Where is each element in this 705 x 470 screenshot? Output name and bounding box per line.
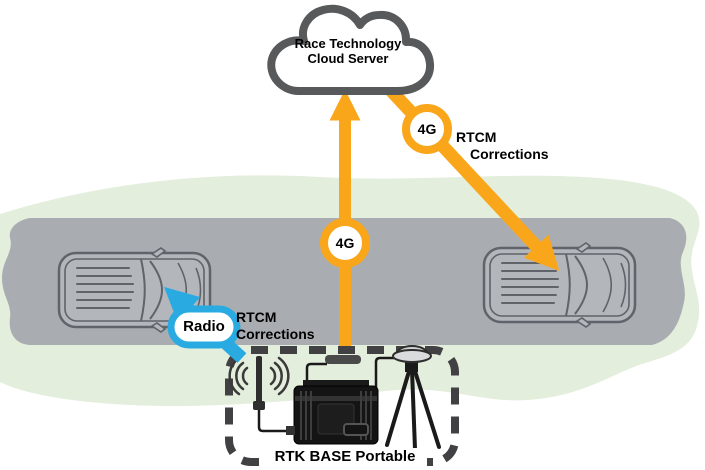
badge-4g-vertical: 4G xyxy=(335,235,355,251)
rtcm-corrections-label-right: RTCM Corrections xyxy=(456,129,549,163)
cloud-server-label: Race Technology Cloud Server xyxy=(263,36,433,66)
car-right xyxy=(482,241,637,329)
cloud-shape xyxy=(267,4,434,95)
rtcm-left-line1: RTCM xyxy=(236,309,277,325)
signal-waves-icon xyxy=(228,356,290,396)
rtcm-corrections-label-left: RTCM Corrections xyxy=(236,309,315,343)
badge-4g-vertical-shape xyxy=(320,218,370,268)
rtcm-right-line1: RTCM xyxy=(456,129,497,145)
cloud-server-label-line2: Cloud Server xyxy=(307,51,389,66)
cellular-antenna-icon xyxy=(305,355,361,387)
equipment-case-icon xyxy=(286,380,379,445)
badge-4g-diagonal: 4G xyxy=(417,121,437,137)
rtk-base-portable-label: RTK BASE Portable xyxy=(263,448,427,466)
radio-badge-label: Radio xyxy=(183,318,225,335)
tripod-icon xyxy=(385,361,441,451)
radio-antenna-icon xyxy=(253,356,295,433)
rtk-base-equipment xyxy=(228,345,441,451)
gps-antenna-icon xyxy=(392,345,432,363)
cloud-server-label-line1: Race Technology xyxy=(294,36,402,51)
rtcm-left-line2: Corrections xyxy=(236,326,315,342)
radio-badge-shape xyxy=(167,305,241,349)
rtcm-right-line2: Corrections xyxy=(470,146,549,162)
badge-4g-diagonal-shape xyxy=(402,104,452,154)
